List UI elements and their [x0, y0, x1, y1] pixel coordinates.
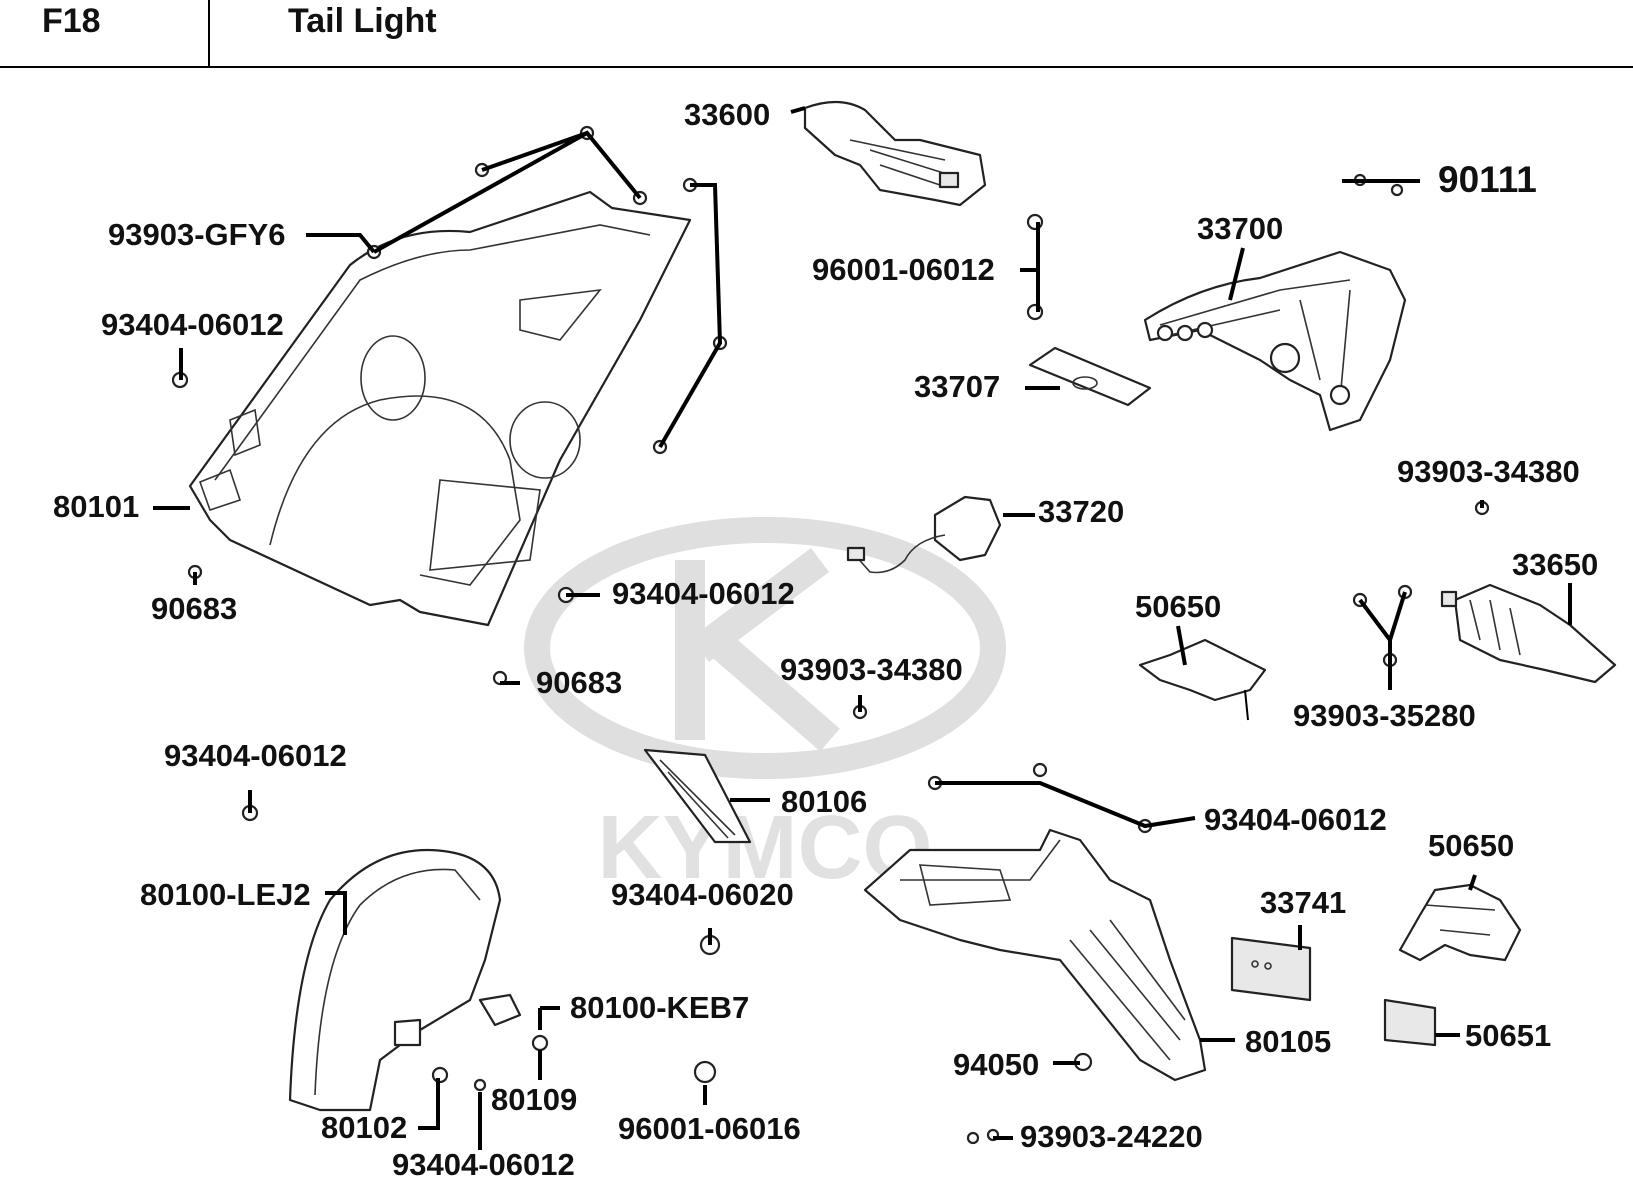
label-93903-34380-a: 93903-34380 — [1397, 454, 1580, 489]
label-93903-gfy6: 93903-GFY6 — [108, 217, 286, 252]
section-title: Tail Light — [288, 2, 437, 40]
label-94050: 94050 — [953, 1047, 1039, 1082]
label-80100-lej2: 80100-LEJ2 — [140, 877, 311, 912]
label-50650-a: 50650 — [1135, 589, 1221, 624]
part-50651-pad — [1383, 998, 1437, 1047]
section-code-cell: F18 — [0, 0, 210, 66]
label-93404-06012-c: 93404-06012 — [164, 738, 347, 773]
label-33720: 33720 — [1038, 494, 1124, 529]
part-33600-turn-signal — [803, 100, 987, 207]
leader-lines — [153, 106, 1572, 1150]
part-33650-turn-signal — [1440, 583, 1617, 684]
header-bar: F18 Tail Light — [0, 0, 1633, 68]
label-50651: 50651 — [1465, 1018, 1551, 1053]
part-80101-inner-cover — [188, 190, 692, 627]
label-80106: 80106 — [781, 784, 867, 819]
part-50650-bracket-a — [1138, 638, 1267, 721]
label-33707: 33707 — [914, 369, 1000, 404]
label-93404-06012-a: 93404-06012 — [101, 307, 284, 342]
label-96001-06012: 96001-06012 — [812, 252, 995, 287]
label-93903-24220: 93903-24220 — [1020, 1119, 1203, 1154]
label-96001-06016: 96001-06016 — [618, 1111, 801, 1146]
part-80100-lej2-fender — [288, 848, 522, 1112]
part-labels: 33600 90111 33700 93903-GFY6 96001-06012… — [53, 97, 1598, 1182]
label-50650-b: 50650 — [1428, 828, 1514, 863]
label-33700: 33700 — [1197, 211, 1283, 246]
label-90683-b: 90683 — [536, 665, 622, 700]
label-80109: 80109 — [491, 1082, 577, 1117]
part-80105-mudguard — [863, 828, 1207, 1082]
label-93404-06012-d: 93404-06012 — [1204, 802, 1387, 837]
label-33741: 33741 — [1260, 885, 1346, 920]
section-code: F18 — [42, 2, 101, 40]
label-93404-06012-e: 93404-06012 — [392, 1147, 575, 1182]
part-80106-reflector — [643, 748, 752, 844]
label-90111: 90111 — [1438, 159, 1537, 200]
label-80102: 80102 — [321, 1110, 407, 1145]
part-50650-bracket-b — [1398, 883, 1522, 962]
label-93903-35280: 93903-35280 — [1293, 698, 1476, 733]
label-33600: 33600 — [684, 97, 770, 132]
label-80101: 80101 — [53, 489, 139, 524]
label-93404-06020: 93404-06020 — [611, 877, 794, 912]
label-93903-34380-b: 93903-34380 — [780, 652, 963, 687]
label-80105: 80105 — [1245, 1024, 1331, 1059]
part-33720-license-light — [846, 495, 1002, 574]
part-33700-tail-light — [1143, 250, 1407, 432]
part-33741-pad — [1230, 936, 1312, 1002]
label-33650: 33650 — [1512, 547, 1598, 582]
label-90683-a: 90683 — [151, 591, 237, 626]
label-93404-06012-b: 93404-06012 — [612, 576, 795, 611]
part-33707-plate — [1028, 346, 1152, 407]
label-80100-keb7: 80100-KEB7 — [570, 990, 749, 1025]
